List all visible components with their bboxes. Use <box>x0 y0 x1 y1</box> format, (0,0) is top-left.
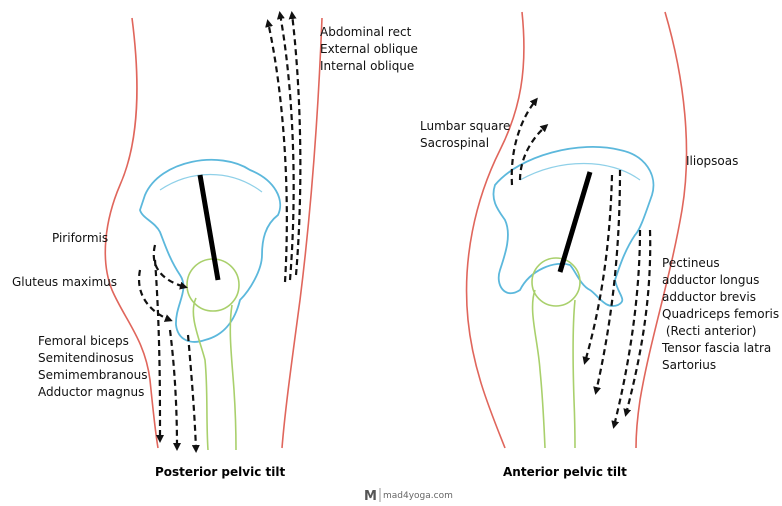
watermark-text: mad4yoga.com <box>383 491 453 501</box>
label: Adductor magnus <box>38 385 144 399</box>
label: Semitendinosus <box>38 351 134 365</box>
label-iliopsoas: Iliopsoas <box>686 154 738 168</box>
arrow-down <box>611 229 642 429</box>
body-outline-back <box>104 17 159 449</box>
label: (Recti anterior) <box>662 324 756 338</box>
label: adductor longus <box>662 273 759 287</box>
watermark-logo: M <box>364 489 377 504</box>
body-outline-front <box>281 17 323 449</box>
pelvis-inner-edge <box>519 162 641 181</box>
watermark: M mad4yoga.com <box>364 488 453 504</box>
arrow-curve <box>137 269 173 322</box>
pelvis-bone <box>139 158 282 343</box>
arrow-down <box>593 169 622 395</box>
body-outline-back <box>465 11 525 449</box>
caption-posterior: Posterior pelvic tilt <box>155 465 285 479</box>
label: Femoral biceps <box>38 334 129 348</box>
label: Semimembranous <box>38 368 148 382</box>
arrow-down <box>582 174 614 365</box>
label: Lumbar square <box>420 119 510 133</box>
pelvis-bone <box>492 146 655 307</box>
label: Quadriceps femoris <box>662 307 779 321</box>
label: Abdominal rect <box>320 25 412 39</box>
label: Sacrospinal <box>420 136 489 150</box>
arrow-up <box>265 19 288 283</box>
arrow-down <box>623 229 652 417</box>
arrow-down <box>186 334 200 453</box>
arrow-up <box>510 97 538 186</box>
caption-anterior: Anterior pelvic tilt <box>503 465 627 479</box>
femoral-head <box>531 257 581 307</box>
label-piriformis: Piriformis <box>52 231 108 245</box>
pelvis-inner-edge <box>159 174 263 193</box>
label: Internal oblique <box>320 59 414 73</box>
arrow-up <box>276 11 295 281</box>
anterior-figure: Lumbar square Sacrospinal Iliopsoas Pect… <box>420 11 779 479</box>
label: Pectineus <box>662 256 720 270</box>
label: Tensor fascia latra <box>661 341 771 355</box>
arrow-up <box>288 11 302 276</box>
femur-shaft <box>192 297 237 451</box>
femur-shaft <box>531 289 576 449</box>
arrow-up <box>518 124 549 181</box>
label: External oblique <box>320 42 418 56</box>
arrow-down <box>153 259 164 443</box>
pelvis-axis-line <box>557 171 593 273</box>
label-gluteus: Gluteus maximus <box>12 275 117 289</box>
body-outline-front <box>635 11 688 449</box>
arrow-down <box>168 329 181 451</box>
arrow-curve <box>152 244 188 290</box>
posterior-figure: Abdominal rect External oblique Internal… <box>12 11 418 479</box>
label: adductor brevis <box>662 290 756 304</box>
pelvis-axis-line <box>197 174 221 281</box>
label: Sartorius <box>662 358 716 372</box>
